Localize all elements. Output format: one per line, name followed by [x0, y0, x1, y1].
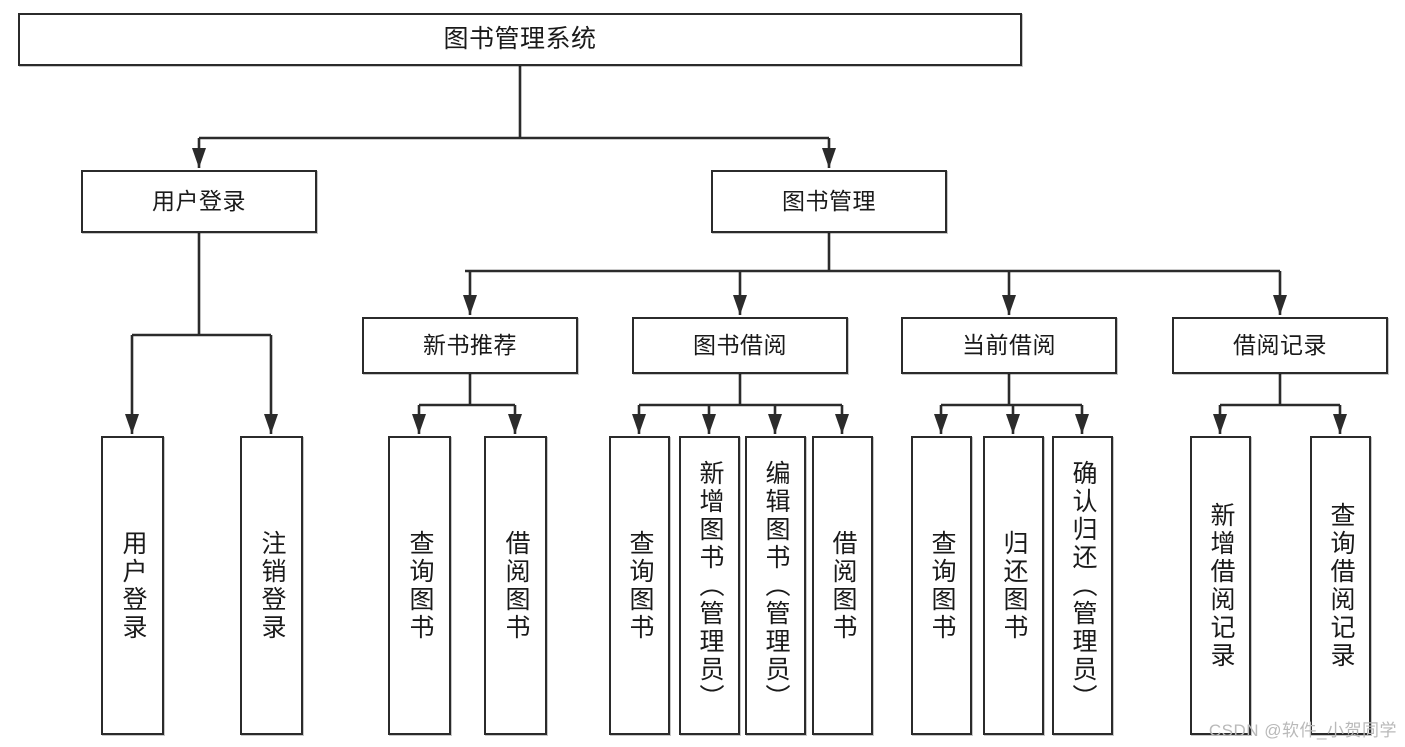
arrow-to-leaf-query-book-1 [412, 414, 426, 434]
arrow-to-leaf-user-login [125, 414, 139, 434]
node-label-leaf-logout: 注销登录 [258, 529, 286, 642]
arrow-to-borrow-records [1273, 295, 1287, 315]
arrow-to-leaf-query-book-3 [934, 414, 948, 434]
node-label-leaf-query-book-2: 查询图书 [626, 529, 654, 642]
node-label-leaf-borrow-book-2: 借阅图书 [829, 529, 857, 642]
node-leaf-return-book[interactable]: 归还图书 [983, 436, 1044, 735]
node-book-borrow[interactable]: 图书借阅 [632, 317, 848, 374]
node-leaf-edit-book-admin[interactable]: 编辑图书（管理员） [745, 436, 806, 735]
node-leaf-query-borrow-record[interactable]: 查询借阅记录 [1310, 436, 1371, 735]
node-label-leaf-user-login: 用户登录 [119, 529, 147, 642]
node-label-leaf-query-borrow-record: 查询借阅记录 [1327, 501, 1355, 670]
node-leaf-add-borrow-record[interactable]: 新增借阅记录 [1190, 436, 1251, 735]
arrow-to-book-borrow [733, 295, 747, 315]
arrow-to-leaf-return-book [1006, 414, 1020, 434]
node-current-borrow[interactable]: 当前借阅 [901, 317, 1117, 374]
node-label-leaf-confirm-return-admin: 确认归还（管理员） [1069, 459, 1097, 712]
arrow-to-leaf-query-book-2 [632, 414, 646, 434]
node-label-borrow-records: 借阅记录 [1233, 332, 1327, 359]
arrow-to-leaf-confirm-return-admin [1075, 414, 1089, 434]
node-label-leaf-edit-book-admin: 编辑图书（管理员） [762, 459, 790, 712]
node-leaf-confirm-return-admin[interactable]: 确认归还（管理员） [1052, 436, 1113, 735]
node-leaf-logout[interactable]: 注销登录 [240, 436, 303, 735]
node-leaf-borrow-book-2[interactable]: 借阅图书 [812, 436, 873, 735]
arrow-to-book-management [822, 148, 836, 168]
node-label-current-borrow: 当前借阅 [962, 332, 1056, 359]
arrow-to-leaf-add-book-admin [702, 414, 716, 434]
arrow-to-leaf-logout [264, 414, 278, 434]
node-label-leaf-add-book-admin: 新增图书（管理员） [696, 459, 724, 712]
node-label-leaf-query-book-1: 查询图书 [406, 529, 434, 642]
node-label-book-borrow: 图书借阅 [693, 332, 787, 359]
arrow-to-leaf-borrow-book-2 [835, 414, 849, 434]
node-leaf-query-book-3[interactable]: 查询图书 [911, 436, 972, 735]
node-user-login[interactable]: 用户登录 [81, 170, 317, 233]
node-new-book-recommend[interactable]: 新书推荐 [362, 317, 578, 374]
node-label-new-book-recommend: 新书推荐 [423, 332, 517, 359]
arrow-to-leaf-edit-book-admin [768, 414, 782, 434]
arrow-to-current-borrow [1002, 295, 1016, 315]
node-label-leaf-return-book: 归还图书 [1000, 529, 1028, 642]
node-label-user-login: 用户登录 [152, 188, 246, 215]
node-leaf-user-login[interactable]: 用户登录 [101, 436, 164, 735]
arrow-to-new-book-recommend [463, 295, 477, 315]
node-label-root: 图书管理系统 [443, 25, 597, 54]
csdn-watermark: CSDN @软件_小贺同学 [1208, 721, 1397, 740]
node-label-leaf-borrow-book-1: 借阅图书 [502, 529, 530, 642]
arrow-to-user-login [192, 148, 206, 168]
node-leaf-query-book-2[interactable]: 查询图书 [609, 436, 670, 735]
node-label-leaf-add-borrow-record: 新增借阅记录 [1207, 501, 1235, 670]
node-leaf-add-book-admin[interactable]: 新增图书（管理员） [679, 436, 740, 735]
node-label-leaf-query-book-3: 查询图书 [928, 529, 956, 642]
node-leaf-query-book-1[interactable]: 查询图书 [388, 436, 451, 735]
node-label-book-management: 图书管理 [782, 188, 876, 215]
node-leaf-borrow-book-1[interactable]: 借阅图书 [484, 436, 547, 735]
node-book-management[interactable]: 图书管理 [711, 170, 947, 233]
arrow-to-leaf-add-borrow-record [1213, 414, 1227, 434]
arrow-to-leaf-borrow-book-1 [508, 414, 522, 434]
node-borrow-records[interactable]: 借阅记录 [1172, 317, 1388, 374]
arrow-to-leaf-query-borrow-record [1333, 414, 1347, 434]
node-root[interactable]: 图书管理系统 [18, 13, 1022, 66]
